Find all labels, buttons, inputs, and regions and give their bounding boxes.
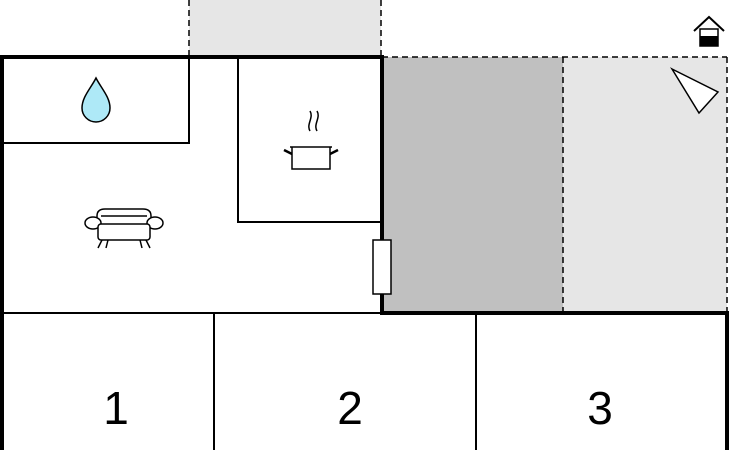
outer-wall <box>0 55 729 450</box>
sofa-icon <box>84 208 164 249</box>
house-entrance-icon <box>693 15 725 47</box>
cooking-pot-icon <box>283 110 339 170</box>
room-number-1: 1 <box>103 382 129 434</box>
terrace-door <box>372 239 392 295</box>
water-drop-icon <box>81 76 111 123</box>
covered-terrace <box>382 57 563 313</box>
bathroom-wall <box>2 57 190 144</box>
sun-lounger-icon <box>669 67 720 115</box>
top-open-area <box>189 0 381 57</box>
room-number-3: 3 <box>587 382 613 434</box>
room-number-2: 2 <box>337 382 363 434</box>
kitchen-wall <box>237 57 382 223</box>
